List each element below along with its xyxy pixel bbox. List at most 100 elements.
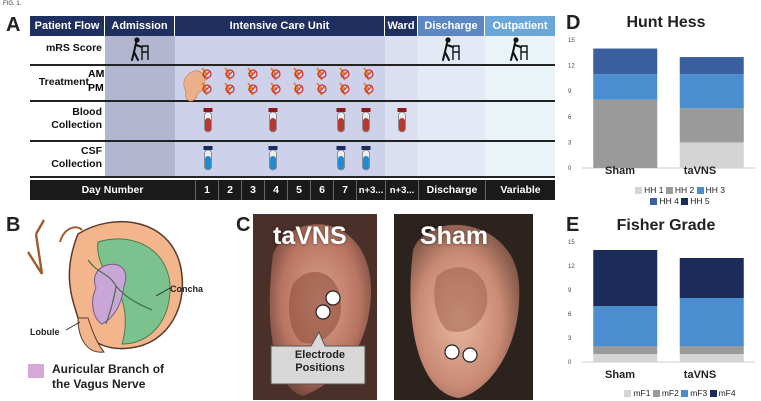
x-category-label: Sham bbox=[605, 369, 635, 381]
bar-segment-mf2-tavns bbox=[679, 346, 744, 354]
bar-segment-hh2-sham bbox=[593, 99, 658, 168]
legend-label: HH 5 bbox=[690, 196, 710, 206]
legend-swatch bbox=[696, 187, 704, 195]
ear-icon bbox=[183, 70, 206, 102]
stim-icon bbox=[316, 82, 327, 96]
walker-icon bbox=[131, 36, 149, 61]
chart-title: Hunt Hess bbox=[626, 14, 706, 31]
row-label-csf: CSF Collection bbox=[51, 145, 102, 170]
legend-item-hh1: HH 1 bbox=[635, 185, 663, 195]
stim-icon bbox=[293, 82, 304, 96]
csf-tube-icon bbox=[268, 145, 278, 171]
walker-icon bbox=[510, 36, 528, 61]
legend-item-mf1: mF1 bbox=[624, 388, 650, 398]
y-tick-label: 12 bbox=[568, 64, 575, 70]
csf-tube-icon bbox=[203, 145, 213, 171]
legend-swatch bbox=[635, 187, 643, 195]
legend-label: HH 1 bbox=[644, 185, 664, 195]
ward-column-bg bbox=[385, 36, 418, 176]
x-category-label: taVNS bbox=[683, 369, 717, 381]
day-cell: n+3... bbox=[356, 180, 385, 200]
concha-label: Concha bbox=[170, 284, 204, 294]
y-tick-label: 3 bbox=[568, 336, 572, 342]
legend-label: mF4 bbox=[718, 388, 736, 398]
vagus-region bbox=[92, 263, 127, 325]
legend-swatch bbox=[650, 198, 658, 206]
day-cell: 7 bbox=[333, 180, 356, 200]
legend-swatch bbox=[681, 390, 689, 398]
stim-icon bbox=[339, 67, 350, 81]
bar-segment-mf3-tavns bbox=[679, 298, 744, 346]
hunt-hess-legend: HH 1 HH 2 HH 3 HH 4 HH 5 bbox=[605, 185, 755, 207]
legend-label: mF3 bbox=[690, 388, 708, 398]
y-tick-label: 0 bbox=[568, 166, 572, 172]
bar-segment-mf1-sham bbox=[593, 354, 658, 362]
stim-icon bbox=[247, 82, 258, 96]
electrode-marker bbox=[444, 344, 460, 360]
walker-icon bbox=[442, 36, 460, 61]
stim-icon bbox=[270, 82, 281, 96]
sham-ear-concha bbox=[434, 267, 488, 332]
legend-label: HH 4 bbox=[659, 196, 679, 206]
legend-label: HH 2 bbox=[674, 185, 695, 195]
flow-icons bbox=[131, 36, 528, 171]
header-patient-flow: Patient Flow bbox=[30, 16, 104, 36]
tavns-photo-label: taVNS bbox=[273, 222, 347, 250]
panel-letter-a: A bbox=[6, 14, 21, 36]
bar-segment-mf3-sham bbox=[593, 306, 658, 346]
stim-icon bbox=[293, 67, 304, 81]
row-divider bbox=[30, 64, 555, 66]
nerve-line bbox=[87, 259, 153, 325]
legend-swatch bbox=[681, 198, 689, 206]
label-column-bg bbox=[30, 36, 105, 176]
ear-photographs bbox=[253, 214, 533, 400]
csf-tube-icon bbox=[361, 145, 371, 171]
bar-segment-hh3-sham bbox=[593, 74, 658, 100]
legend-swatch bbox=[652, 390, 660, 398]
blood-tube-icon bbox=[361, 107, 371, 133]
legend-label: HH 3 bbox=[705, 185, 725, 195]
chart-title: Fisher Grade bbox=[616, 217, 716, 234]
stim-icon bbox=[201, 82, 212, 96]
bar-segment-mf4-sham bbox=[593, 250, 658, 306]
x-category-label: Sham bbox=[605, 165, 635, 177]
blood-tube-icon bbox=[203, 107, 213, 133]
bar-segment-hh2-tavns bbox=[679, 108, 744, 143]
day-number-label: Day Number bbox=[81, 184, 144, 196]
lobule-shape bbox=[77, 317, 105, 353]
discharge-day-cell: Discharge bbox=[418, 180, 485, 200]
stim-icon bbox=[339, 82, 350, 96]
sham-photo-label: Sham bbox=[420, 222, 489, 250]
legend-item-mf4: mF4 bbox=[709, 388, 736, 398]
y-tick-label: 15 bbox=[568, 240, 575, 246]
stim-icon bbox=[247, 67, 258, 81]
outpatient-day-cell: Variable bbox=[485, 180, 555, 200]
legend-swatch bbox=[624, 390, 632, 398]
legend-swatch bbox=[709, 390, 717, 398]
tavns-ear-concha bbox=[288, 271, 342, 344]
callout-box bbox=[270, 330, 366, 385]
csf-tube-icon bbox=[336, 145, 346, 171]
y-tick-label: 6 bbox=[568, 115, 572, 121]
stim-icon bbox=[224, 67, 235, 81]
legend-item-hh5: HH 5 bbox=[681, 196, 710, 206]
legend-item-mf3: mF3 bbox=[681, 388, 707, 398]
fisher-grade-legend: mF1 mF2 mF3 mF4 bbox=[605, 388, 755, 398]
electrode-marker bbox=[315, 304, 331, 320]
day-number-bar: Day Number 1 2 3 4 5 6 7 n+3... n+3... D… bbox=[30, 180, 555, 200]
day-cell: 2 bbox=[218, 180, 241, 200]
day-cell: 5 bbox=[287, 180, 310, 200]
panel-letter-d: D bbox=[566, 12, 581, 34]
y-tick-label: 3 bbox=[568, 140, 572, 146]
row-label-mrs: mRS Score bbox=[45, 42, 102, 54]
row-label-am: AM bbox=[88, 68, 105, 80]
header-admission: Admission bbox=[105, 16, 174, 36]
stim-icon bbox=[316, 67, 327, 81]
nerve-branch bbox=[59, 226, 83, 243]
figure-label: FIG. 1. bbox=[3, 1, 22, 7]
vagus-legend-label: Auricular Branch of the Vagus Nerve bbox=[52, 362, 165, 391]
outpatient-column-bg bbox=[485, 36, 555, 176]
row-label-blood: Blood Collection bbox=[51, 106, 102, 131]
